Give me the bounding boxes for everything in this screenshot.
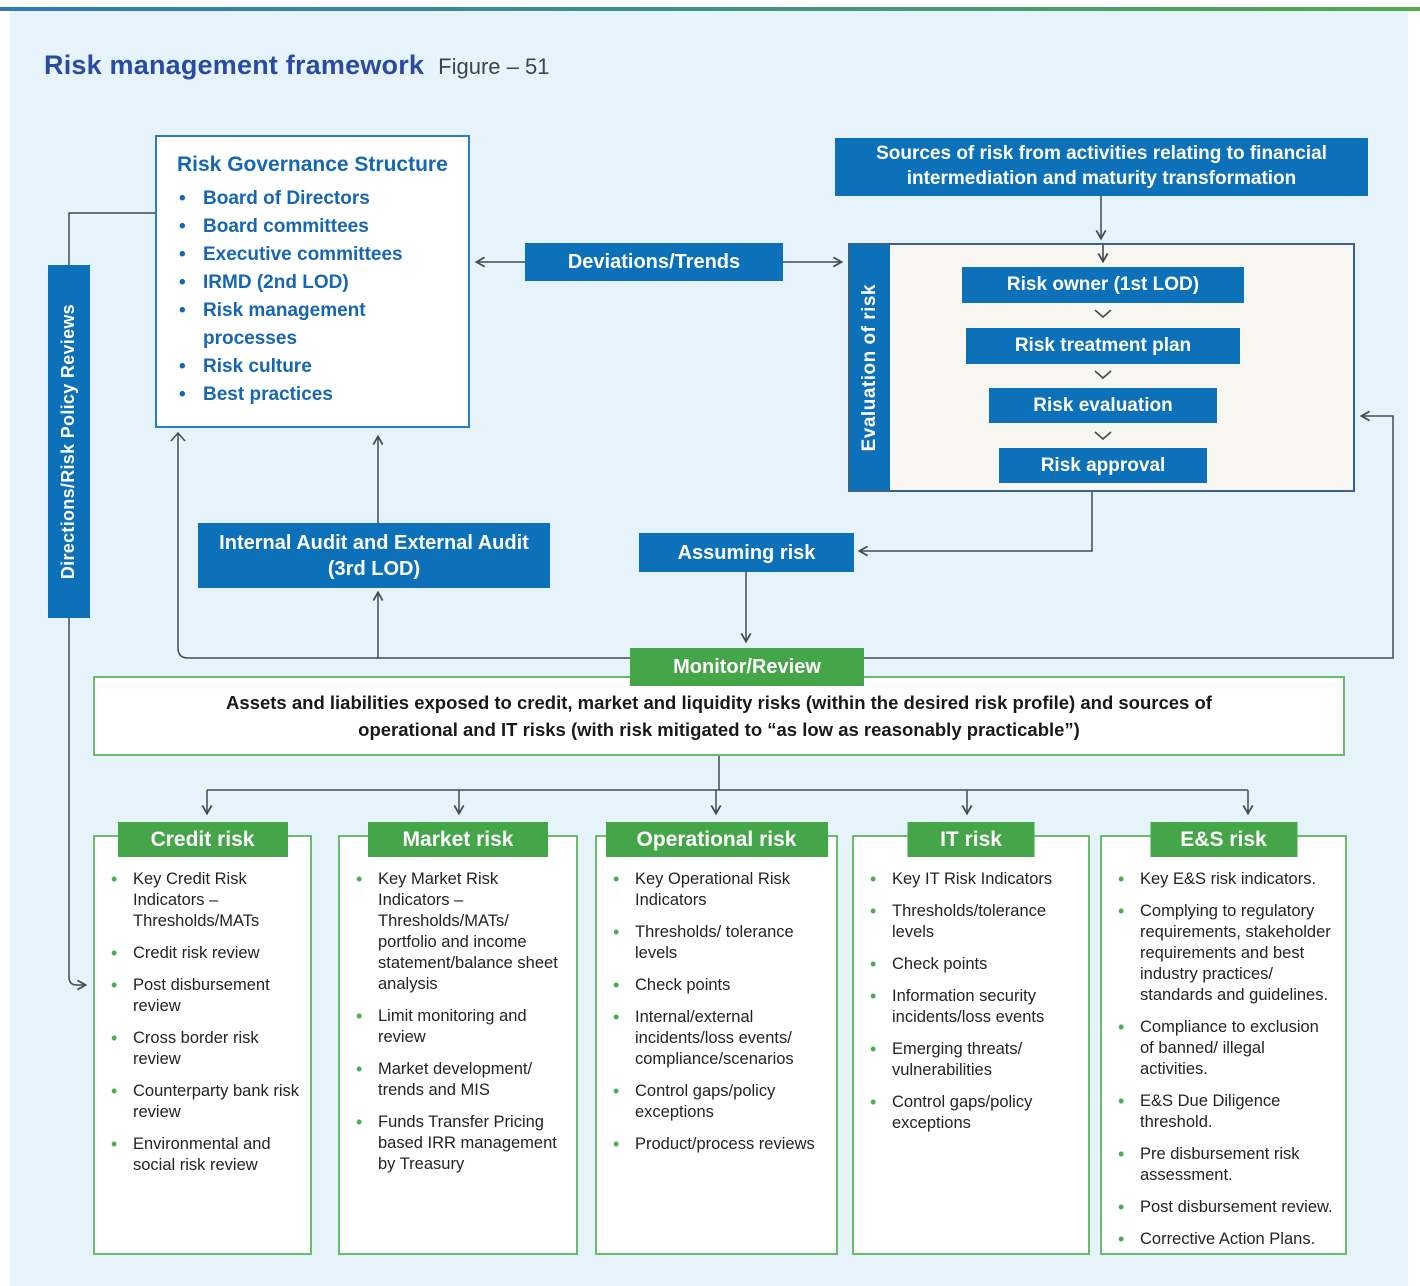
risk-column-list: Key Operational Risk IndicatorsThreshold… [597, 837, 836, 1155]
risk-column-item: Control gaps/policy exceptions [866, 1092, 1080, 1134]
evaluation-box: Evaluation of risk Risk owner (1st LOD) R… [848, 243, 1355, 492]
governance-list: Board of DirectorsBoard committeesExecut… [173, 185, 413, 409]
directions-policy-reviews-bar: Directions/Risk Policy Reviews [48, 265, 90, 618]
risk-column-item: Funds Transfer Pricing based IRR managem… [352, 1112, 568, 1175]
directions-policy-reviews-label: Directions/Risk Policy Reviews [58, 303, 79, 580]
connector-monitor-feedback-loop [177, 410, 1394, 659]
risk-column-header: Market risk [368, 822, 548, 857]
evaluation-step: Risk approval [999, 448, 1207, 483]
governance-item: Board committees [173, 213, 413, 241]
risk-governance-box: Risk Governance Structure Board of Direc… [155, 135, 470, 428]
exposure-statement-box: Assets and liabilities exposed to credit… [93, 676, 1345, 756]
risk-column: E&S riskKey E&S risk indicators. Complyin… [1100, 822, 1347, 1255]
governance-item: Board of Directors [173, 185, 413, 213]
risk-column: IT riskKey IT Risk IndicatorsThresholds/… [852, 822, 1090, 1255]
monitor-review-box: Monitor/Review [630, 648, 864, 686]
risk-column-item: Corrective Action Plans. [1114, 1229, 1337, 1250]
risk-column-list: Key IT Risk IndicatorsThresholds/toleran… [854, 837, 1088, 1134]
sources-of-risk-label: Sources of risk from activities relating… [876, 143, 1327, 189]
figure-label: Figure – 51 [438, 54, 550, 79]
assuming-risk-box: Assuming risk [639, 533, 854, 572]
risk-column-item: Control gaps/policy exceptions [609, 1081, 828, 1123]
chevron-down-icon [1094, 431, 1112, 441]
risk-column-item: Limit monitoring and review [352, 1006, 568, 1048]
risk-column-item: Environmental and social risk review [107, 1134, 302, 1176]
risk-column-item: Credit risk review [107, 943, 302, 964]
risk-column-item: Post disbursement review. [1114, 1197, 1337, 1218]
evaluation-side-label: Evaluation of risk [859, 283, 880, 452]
risk-column-list: Key Credit Risk Indicators – Thresholds/… [95, 837, 310, 1176]
governance-item: Executive committees [173, 241, 413, 269]
governance-item: IRMD (2nd LOD) [173, 269, 413, 297]
risk-column-header: Credit risk [117, 822, 288, 857]
risk-column-item: Complying to regulatory requirements, st… [1114, 901, 1337, 1006]
risk-column-header: E&S risk [1150, 822, 1297, 857]
page-title: Risk management framework [44, 50, 425, 80]
risk-column-item: Pre disbursement risk assessment. [1114, 1144, 1337, 1186]
internal-audit-label: Internal Audit and External Audit (3rd L… [219, 531, 529, 580]
risk-column-item: Key E&S risk indicators. [1114, 869, 1337, 890]
deviations-trends-label: Deviations/Trends [567, 251, 741, 273]
risk-column-item: Key Operational Risk Indicators [609, 869, 828, 911]
evaluation-step: Risk owner (1st LOD) [962, 267, 1244, 303]
risk-column-item: Emerging threats/ vulnerabilities [866, 1039, 1080, 1081]
connector-feedback-up-arrowhead [170, 431, 186, 442]
exposure-statement-line2: operational and IT risks (with risk miti… [358, 719, 1080, 740]
risk-column-list: Key Market Risk Indicators – Thresholds/… [340, 837, 576, 1175]
exposure-statement-line1: Assets and liabilities exposed to credit… [226, 692, 1212, 713]
assuming-risk-label: Assuming risk [677, 541, 816, 564]
governance-item: Risk culture [173, 353, 413, 381]
risk-column-item: Key Credit Risk Indicators – Thresholds/… [107, 869, 302, 932]
connector-governance-to-bar-to-credit [68, 212, 155, 991]
risk-governance-title: Risk Governance Structure [177, 153, 448, 176]
risk-column-item: Counterparty bank risk review [107, 1081, 302, 1123]
risk-column: Market riskKey Market Risk Indicators – … [338, 822, 578, 1255]
risk-column-item: Thresholds/ tolerance levels [609, 922, 828, 964]
risk-column-item: Check points [866, 954, 1080, 975]
risk-column-item: Check points [609, 975, 828, 996]
risk-column-item: Cross border risk review [107, 1028, 302, 1070]
risk-column-header: Operational risk [605, 822, 828, 857]
title-row: Risk management framework Figure – 51 [44, 50, 549, 81]
connector-evaluation-to-assuming [857, 492, 1093, 557]
risk-column-item: Thresholds/tolerance levels [866, 901, 1080, 943]
deviations-trends-box: Deviations/Trends [525, 243, 783, 281]
risk-column-item: Information security incidents/loss even… [866, 986, 1080, 1028]
risk-column-item: Post disbursement review [107, 975, 302, 1017]
governance-item: Risk management processes [173, 297, 413, 353]
risk-column: Operational riskKey Operational Risk Ind… [595, 822, 838, 1255]
risk-column: Credit riskKey Credit Risk Indicators – … [93, 822, 312, 1255]
chevron-down-icon [1094, 370, 1112, 380]
risk-column-item: Key IT Risk Indicators [866, 869, 1080, 890]
risk-column-item: Product/process reviews [609, 1134, 828, 1155]
top-accent-bar [0, 7, 1420, 11]
chevron-down-icon [1094, 309, 1112, 319]
monitor-review-label: Monitor/Review [673, 655, 821, 678]
risk-column-header: IT risk [907, 822, 1035, 857]
internal-audit-box: Internal Audit and External Audit (3rd L… [198, 523, 550, 588]
evaluation-step: Risk evaluation [989, 388, 1217, 423]
risk-column-item: Internal/external incidents/loss events/… [609, 1007, 828, 1070]
evaluation-side-strip: Evaluation of risk [850, 245, 890, 490]
sources-of-risk-box: Sources of risk from activities relating… [835, 138, 1368, 196]
risk-column-item: E&S Due Diligence threshold. [1114, 1091, 1337, 1133]
risk-column-item: Compliance to exclusion of banned/ illeg… [1114, 1017, 1337, 1080]
governance-item: Best practices [173, 381, 413, 409]
evaluation-step: Risk treatment plan [966, 328, 1240, 364]
risk-column-list: Key E&S risk indicators. Complying to reg… [1102, 837, 1345, 1250]
risk-column-item: Market development/ trends and MIS [352, 1059, 568, 1101]
risk-column-item: Key Market Risk Indicators – Thresholds/… [352, 869, 568, 995]
